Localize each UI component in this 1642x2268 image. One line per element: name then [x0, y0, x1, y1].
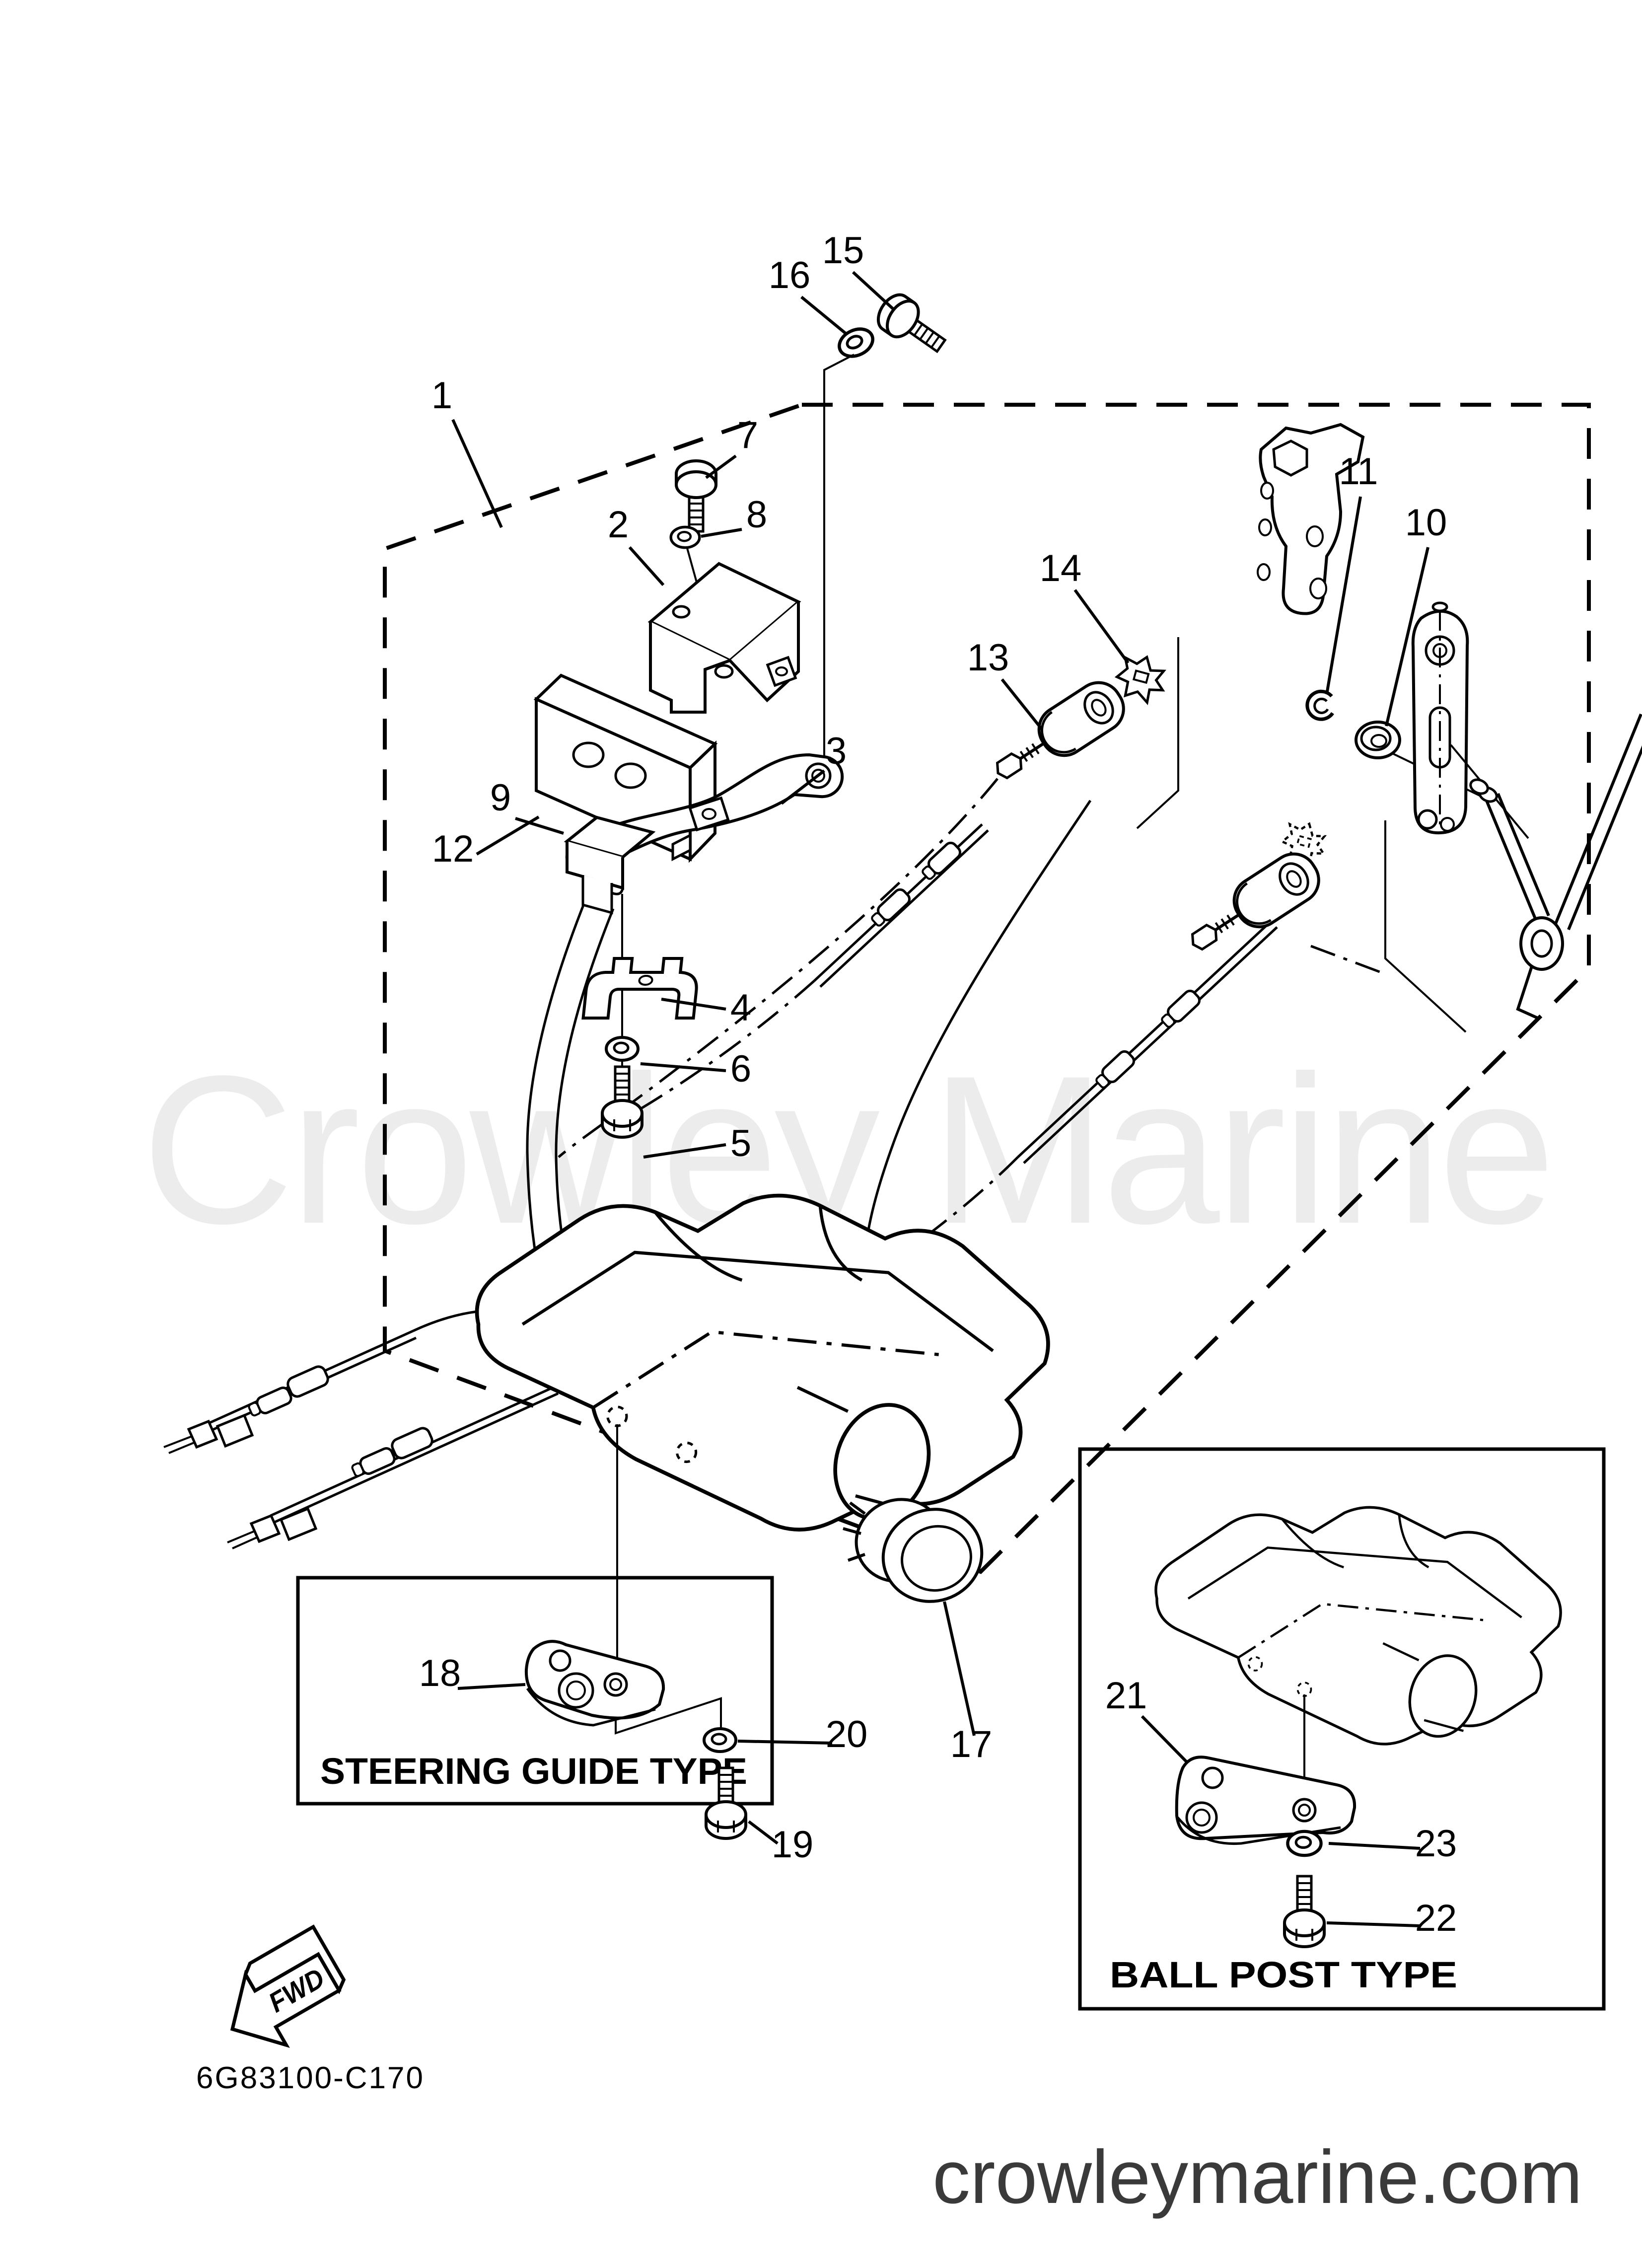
callout-2: 2	[608, 504, 629, 546]
leader-21	[1141, 1715, 1189, 1764]
callout-21: 21	[1105, 1675, 1147, 1717]
part-link-arm	[1411, 601, 1469, 835]
callout-23: 23	[1415, 1823, 1457, 1865]
leader-12	[476, 815, 540, 856]
inset-steering-box	[296, 1576, 774, 1806]
leader-19	[748, 1820, 779, 1845]
leader-15	[852, 271, 896, 312]
fwd-arrow-icon: FWD	[230, 1924, 346, 2048]
callout-20: 20	[826, 1713, 868, 1756]
part-bracket-2	[647, 562, 801, 714]
callout-8: 8	[746, 494, 767, 536]
leader-22	[1326, 1921, 1421, 1927]
leader-2	[628, 546, 665, 586]
callout-12: 12	[432, 828, 474, 870]
leader-16	[800, 295, 847, 335]
part-washer-23	[1287, 1831, 1321, 1855]
leader-10	[1385, 547, 1429, 727]
leader-9	[515, 817, 564, 835]
leader-4	[661, 998, 726, 1011]
callout-leader-lines	[451, 271, 1429, 1927]
callout-9: 9	[490, 777, 511, 819]
leader-23	[1328, 1842, 1421, 1850]
part-cable-clamp-4	[581, 957, 698, 1020]
part-cable-end-9	[564, 815, 656, 915]
callout-11: 11	[1339, 450, 1378, 493]
part-washer-6	[606, 1037, 638, 1060]
part-e-clip-11	[1305, 689, 1334, 721]
part-ball-post-plate-21	[1175, 1756, 1356, 1845]
kit-boundary-outline	[383, 403, 1591, 1574]
inset-ball-post-title: BALL POST TYPE	[1110, 1954, 1457, 1995]
stud-icon	[1257, 482, 1274, 581]
leader-8	[701, 528, 742, 538]
part-bushing-10	[1355, 721, 1401, 759]
website-text[interactable]: crowleymarine.com	[932, 2135, 1582, 2219]
callout-15: 15	[822, 229, 864, 272]
leader-6	[640, 1062, 726, 1072]
callout-5: 5	[730, 1122, 751, 1165]
leader-11	[1325, 496, 1362, 695]
inset-ball-post-box	[1078, 1447, 1606, 2011]
part-washer-8	[671, 527, 700, 547]
inset-steering-title: STEERING GUIDE TYPE	[320, 1751, 747, 1792]
leader-14	[1073, 589, 1130, 664]
leader-20	[737, 1740, 833, 1745]
callout-6: 6	[730, 1048, 751, 1090]
leader-17	[943, 1601, 976, 1736]
leader-13	[1000, 678, 1043, 730]
callout-16: 16	[769, 254, 811, 296]
leader-3	[781, 769, 825, 805]
callout-19: 19	[772, 1824, 814, 1866]
callout-numbers: 1 2 3 4 5 6 7 8 9 10 11 12 13 14 15 16 1…	[419, 229, 1457, 1939]
part-steering-plate-18	[524, 1640, 665, 1727]
inset-ball-post: BALL POST TYPE	[1078, 1447, 1606, 2011]
callout-17: 17	[950, 1723, 993, 1765]
leader-clevis-to-lever	[1310, 945, 1387, 976]
callout-13: 13	[967, 637, 1009, 679]
callout-14: 14	[1040, 547, 1082, 589]
leader-1	[451, 419, 503, 528]
callout-4: 4	[730, 987, 751, 1029]
part-washer-20	[704, 1729, 736, 1752]
drawing-code: 6G83100-C170	[196, 2061, 425, 2095]
callout-10: 10	[1405, 502, 1447, 544]
inset-steering-guide: STEERING GUIDE TYPE	[296, 1576, 774, 1806]
callout-7: 7	[737, 414, 758, 456]
leader-7	[705, 454, 737, 479]
part-bellcrank-lever	[1469, 713, 1642, 1020]
leader-washer16-to-bracket3	[823, 354, 855, 787]
callout-18: 18	[419, 1652, 461, 1694]
control-cables	[163, 778, 1278, 1549]
part-throttle-lever-bracket	[1257, 423, 1365, 615]
part-grommet-17	[843, 1498, 984, 1603]
leader-5	[643, 1143, 726, 1159]
callout-3: 3	[826, 730, 847, 772]
callout-1: 1	[431, 374, 452, 417]
callout-22: 22	[1415, 1897, 1457, 1939]
leader-18	[457, 1683, 526, 1690]
